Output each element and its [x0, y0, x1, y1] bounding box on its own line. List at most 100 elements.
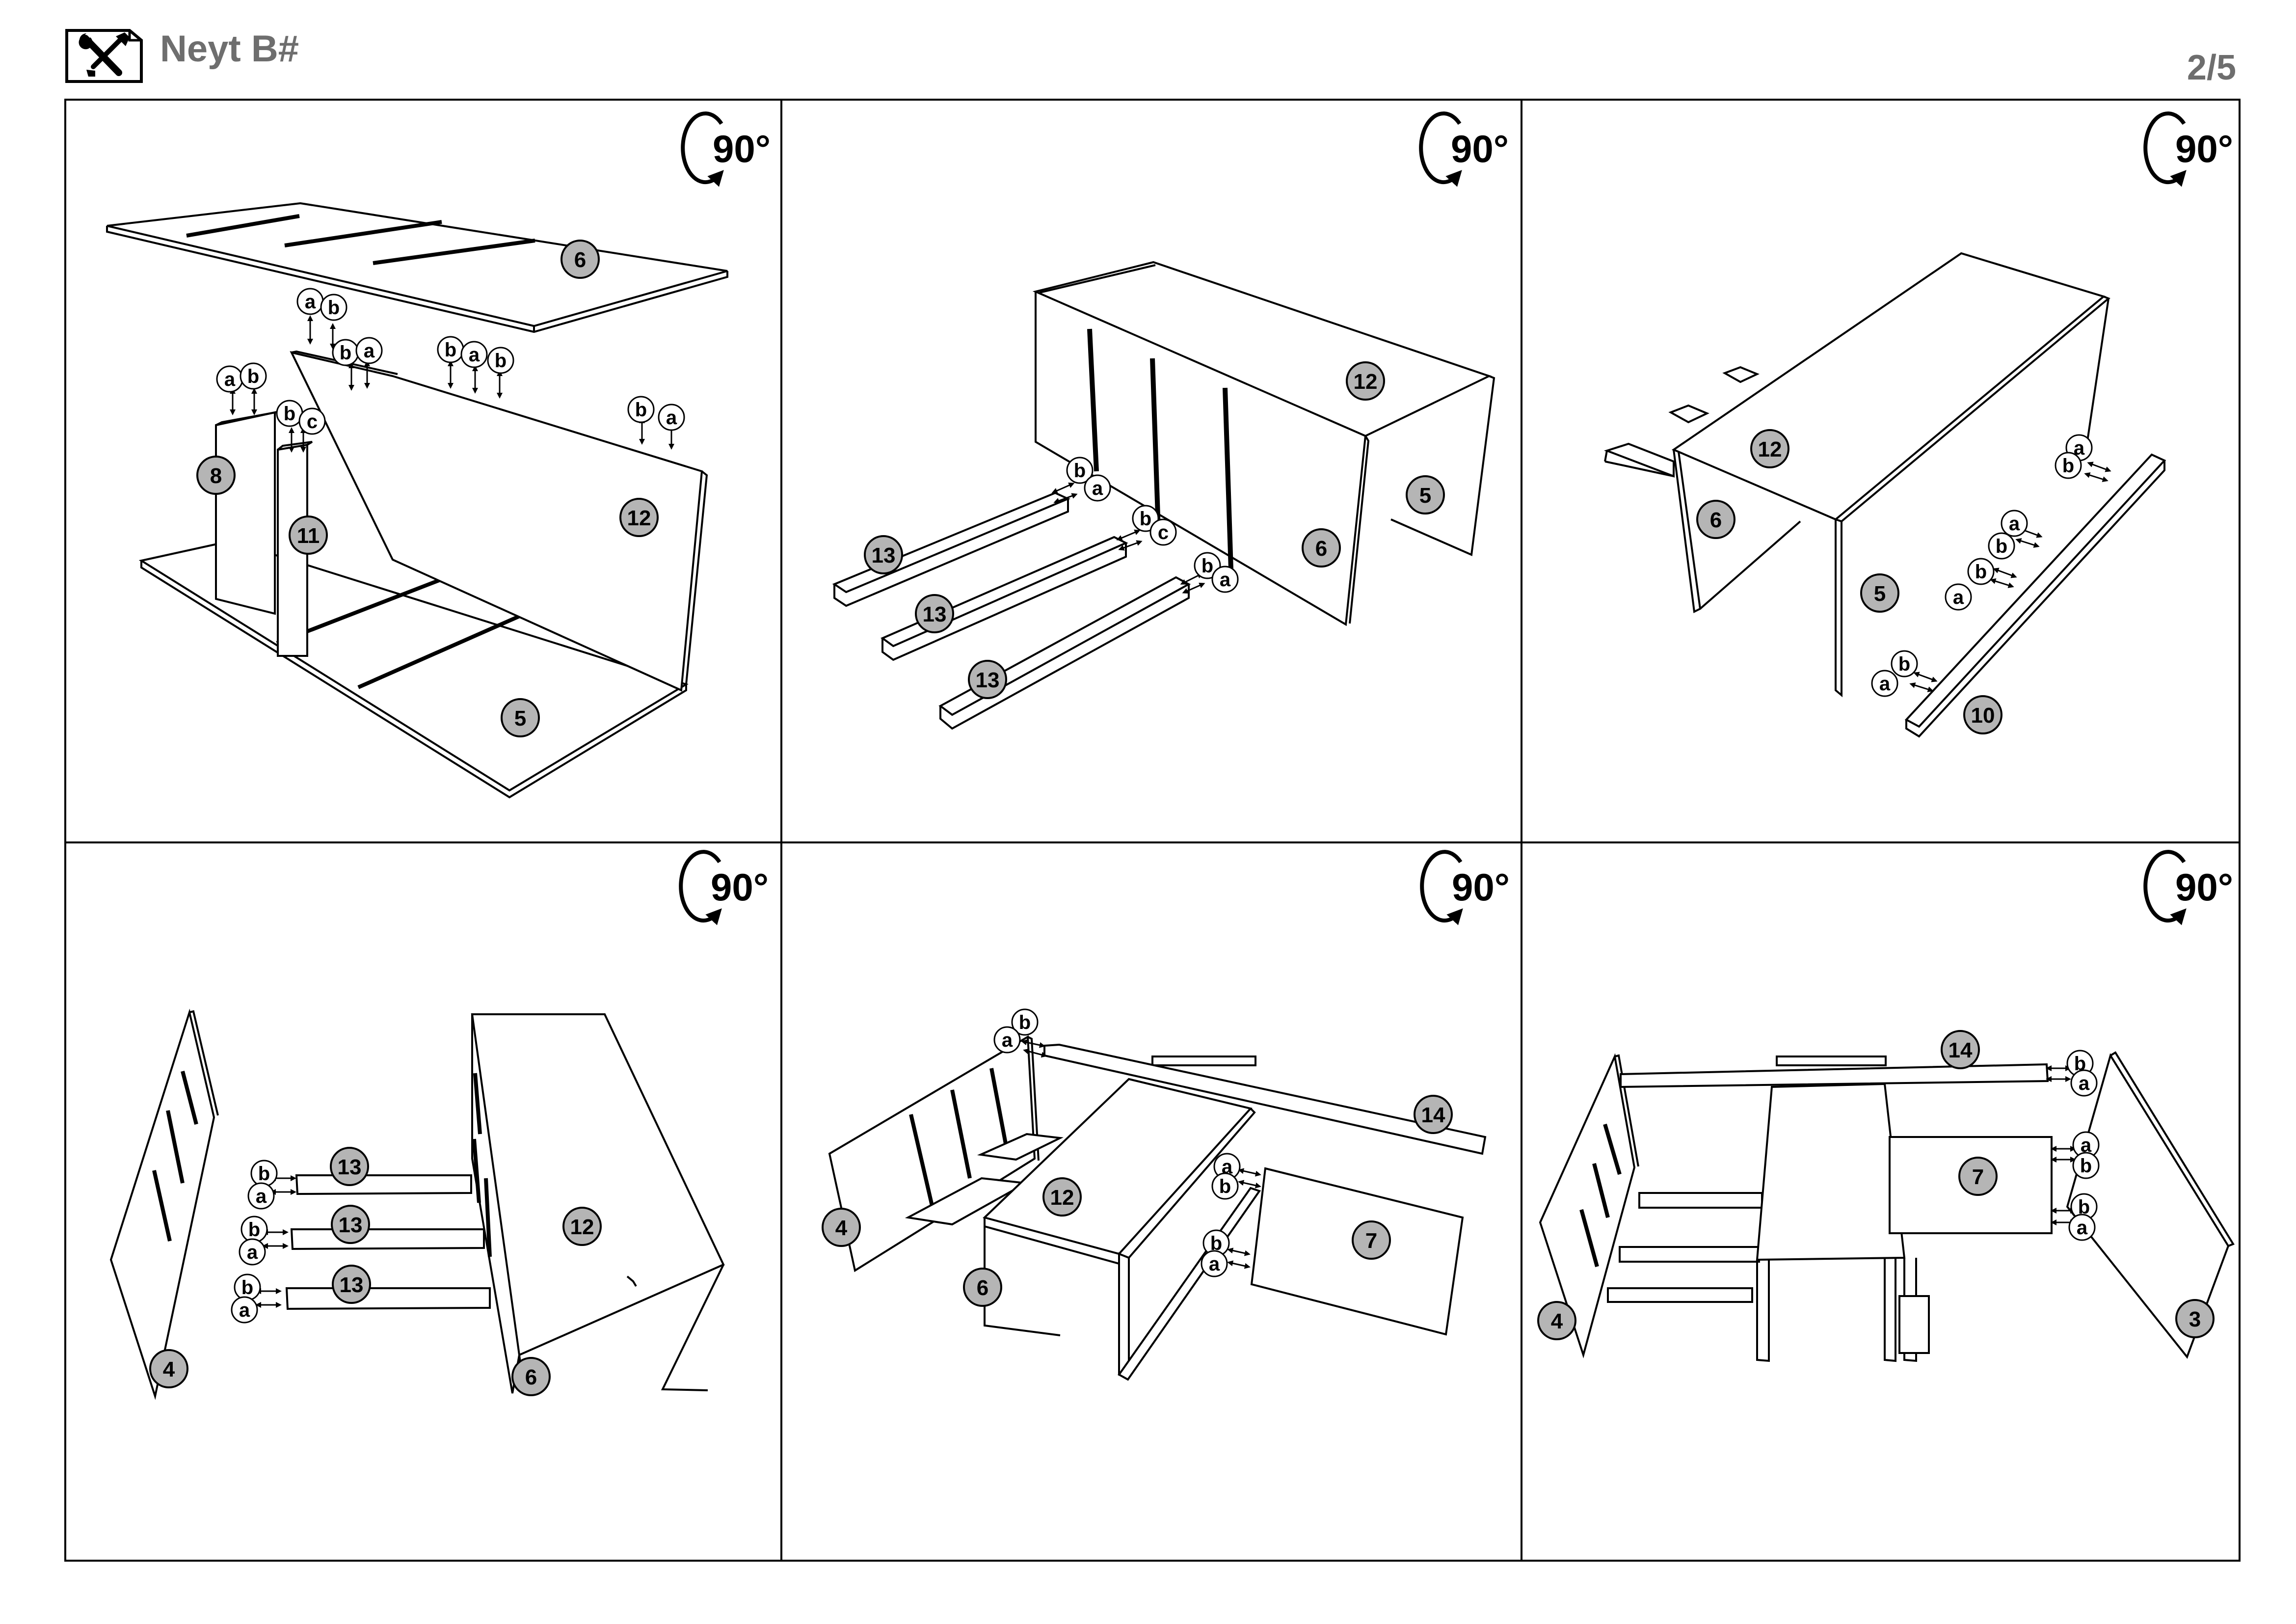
- part-number-6: 6: [1696, 500, 1735, 539]
- part-labels: 13 13 13 12 4 6: [149, 1147, 602, 1396]
- svg-text:7: 7: [1365, 1229, 1377, 1253]
- connector-a: a: [1871, 670, 1898, 697]
- svg-text:6: 6: [525, 1365, 537, 1389]
- svg-text:a: a: [247, 1242, 258, 1263]
- svg-text:6: 6: [1710, 508, 1722, 532]
- part-number-10: 10: [1963, 695, 2002, 734]
- svg-text:b: b: [1140, 508, 1151, 530]
- connector-b: b: [250, 1160, 278, 1187]
- svg-text:5: 5: [1874, 582, 1886, 606]
- svg-text:b: b: [445, 339, 456, 361]
- part-number-5: 5: [1860, 573, 1899, 613]
- rotate-label: 90°: [713, 127, 771, 170]
- svg-text:3: 3: [2189, 1307, 2201, 1331]
- connector-b: b: [1891, 650, 1918, 677]
- part-number-13: 13: [968, 660, 1007, 699]
- svg-text:12: 12: [1050, 1186, 1074, 1210]
- svg-text:13: 13: [872, 543, 896, 568]
- furniture-drawing: [106, 202, 728, 799]
- svg-text:a: a: [2077, 1217, 2088, 1239]
- connector-a: a: [2068, 1214, 2096, 1241]
- part-labels: 14 7 4 3: [1537, 1030, 2215, 1340]
- connector-b: b: [627, 396, 655, 423]
- svg-text:a: a: [1092, 478, 1103, 499]
- step-panel-5: 90°: [822, 850, 1510, 1381]
- connector-arrows: [2046, 1065, 2076, 1225]
- connector-labels: b a a b b a: [2066, 1050, 2100, 1241]
- svg-text:6: 6: [1315, 537, 1327, 561]
- svg-text:b: b: [495, 350, 507, 372]
- connector-labels: a b a b b a b a: [1871, 434, 2093, 697]
- svg-text:12: 12: [627, 506, 651, 530]
- svg-text:a: a: [2081, 1135, 2092, 1156]
- svg-text:8: 8: [210, 464, 222, 488]
- part-number-5: 5: [501, 698, 540, 737]
- tools-icon: [65, 29, 143, 83]
- step-panel-2: 90°: [832, 111, 1509, 730]
- svg-text:a: a: [1879, 673, 1891, 695]
- part-number-6: 6: [511, 1357, 551, 1396]
- connector-b: b: [1211, 1172, 1239, 1200]
- svg-text:a: a: [1953, 587, 1964, 608]
- connector-b: b: [2072, 1152, 2100, 1179]
- svg-text:13: 13: [338, 1155, 362, 1179]
- step-panel-6: 90°: [1537, 850, 2235, 1362]
- part-number-6: 6: [561, 240, 600, 279]
- connector-b: b: [1967, 558, 1995, 585]
- part-labels: 12 6 5 10: [1696, 429, 2002, 734]
- svg-text:a: a: [1209, 1253, 1220, 1275]
- connector-a: a: [1945, 583, 1972, 611]
- step-panel-1: 90°: [106, 111, 771, 799]
- part-number-3: 3: [2175, 1299, 2215, 1338]
- svg-text:a: a: [1222, 1156, 1233, 1178]
- connector-a: a: [1211, 566, 1239, 593]
- connector-a: a: [216, 365, 243, 393]
- svg-text:b: b: [2080, 1155, 2092, 1177]
- svg-text:4: 4: [1551, 1309, 1563, 1333]
- connector-b: b: [240, 1216, 268, 1243]
- svg-text:a: a: [1220, 569, 1231, 591]
- svg-text:6: 6: [977, 1276, 988, 1300]
- svg-text:a: a: [239, 1299, 250, 1321]
- connector-labels: a b b a b a b a b b c b a: [216, 288, 685, 435]
- svg-text:12: 12: [570, 1215, 594, 1239]
- svg-text:5: 5: [1419, 484, 1431, 508]
- svg-text:b: b: [340, 342, 351, 364]
- part-number-4: 4: [822, 1208, 861, 1247]
- page-number: 2/5: [2187, 48, 2236, 87]
- svg-text:6: 6: [574, 248, 586, 272]
- svg-text:c: c: [307, 411, 318, 433]
- svg-text:c: c: [1158, 522, 1169, 543]
- svg-text:7: 7: [1972, 1165, 1984, 1189]
- connector-a: a: [460, 341, 488, 368]
- part-number-4: 4: [1537, 1301, 1576, 1340]
- connector-arrows: [1909, 461, 2111, 692]
- connector-b: b: [240, 362, 267, 390]
- page-title: Neyt B#: [160, 28, 299, 70]
- connector-a: a: [2072, 1131, 2100, 1159]
- part-labels: 12 5 6 13 13 13: [864, 361, 1445, 699]
- connector-a: a: [2001, 510, 2028, 537]
- connector-arrows: [1051, 482, 1205, 594]
- connector-a: a: [2070, 1069, 2098, 1097]
- part-number-14: 14: [1414, 1095, 1453, 1134]
- svg-text:a: a: [305, 291, 316, 313]
- part-number-8: 8: [196, 456, 236, 495]
- connector-arrows: [1021, 1039, 1261, 1269]
- connector-labels: b a b c b a: [1066, 457, 1239, 593]
- connector-labels: b a a b b a: [993, 1008, 1241, 1277]
- svg-text:b: b: [241, 1277, 253, 1299]
- part-number-12: 12: [562, 1207, 602, 1246]
- svg-text:b: b: [1975, 561, 1987, 583]
- connector-a: a: [1201, 1250, 1228, 1277]
- svg-text:b: b: [1219, 1176, 1231, 1197]
- connector-a: a: [239, 1238, 266, 1266]
- svg-text:10: 10: [1971, 704, 1995, 728]
- rotate-90-icon: 90°: [681, 111, 771, 187]
- rotate-label: 90°: [1451, 127, 1509, 170]
- rotate-90-icon: 90°: [1420, 850, 1510, 925]
- svg-text:14: 14: [1421, 1103, 1445, 1127]
- part-number-7: 7: [1958, 1157, 1998, 1196]
- step-panel-3: 90° a: [1603, 111, 2233, 738]
